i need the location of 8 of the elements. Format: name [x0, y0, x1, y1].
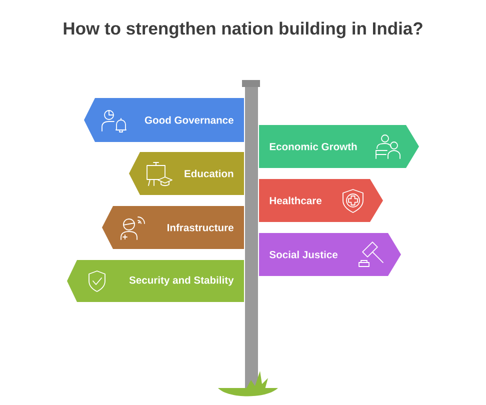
signboard: Healthcare	[259, 179, 383, 222]
signboard: Infrastructure	[102, 206, 244, 249]
signboard: Good Governance	[84, 98, 244, 142]
signboard: Social Justice	[259, 233, 401, 276]
signboard: Education	[129, 152, 244, 195]
signboard: Economic Growth	[259, 125, 419, 168]
signboard: Security and Stability	[67, 260, 244, 302]
title: How to strengthen nation building in India?	[64, 22, 422, 38]
